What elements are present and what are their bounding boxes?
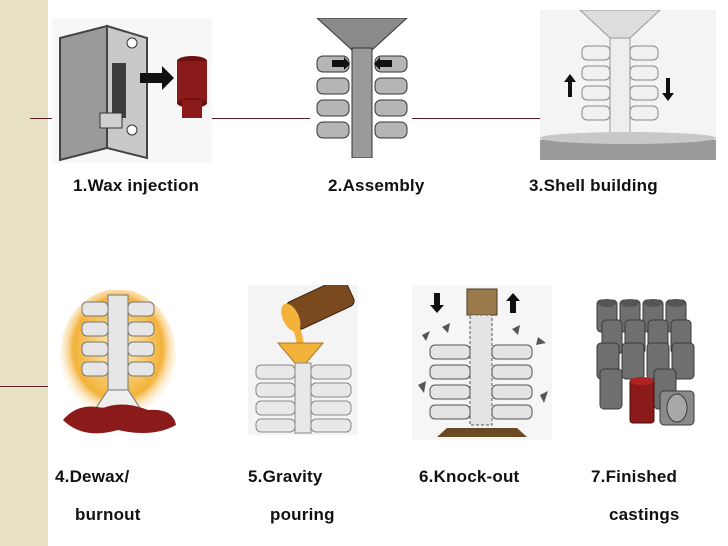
- step-4-label-line1: 4.Dewax/: [55, 467, 130, 486]
- gravity-pouring-icon: [248, 285, 358, 435]
- step-1-label: 1.Wax injection: [73, 176, 200, 195]
- step-3-label: 3.Shell building: [529, 176, 658, 195]
- assembly-tree-icon: [316, 18, 408, 158]
- finished-castings-icon: [596, 299, 695, 426]
- step-5-label-line2: pouring: [270, 505, 335, 524]
- step-2-label: 2.Assembly: [328, 176, 425, 195]
- step-5-label-line1: 5.Gravity: [248, 467, 323, 486]
- step-4-label-line2: burnout: [75, 505, 141, 524]
- left-divider-line: [0, 386, 48, 387]
- knock-out-icon: [412, 285, 552, 440]
- step-7-label-line1: 7.Finished: [591, 467, 678, 486]
- wax-injection-icon: [52, 18, 212, 163]
- connector-line-a: [30, 118, 54, 119]
- step-6-label: 6.Knock-out: [419, 467, 520, 486]
- connector-line-b: [210, 118, 310, 119]
- step-7-label-line2: castings: [609, 505, 680, 524]
- connector-line-c: [412, 118, 542, 119]
- left-accent-bar: [0, 0, 48, 546]
- dewax-burnout-icon: [60, 290, 176, 434]
- shell-building-icon: [540, 10, 716, 160]
